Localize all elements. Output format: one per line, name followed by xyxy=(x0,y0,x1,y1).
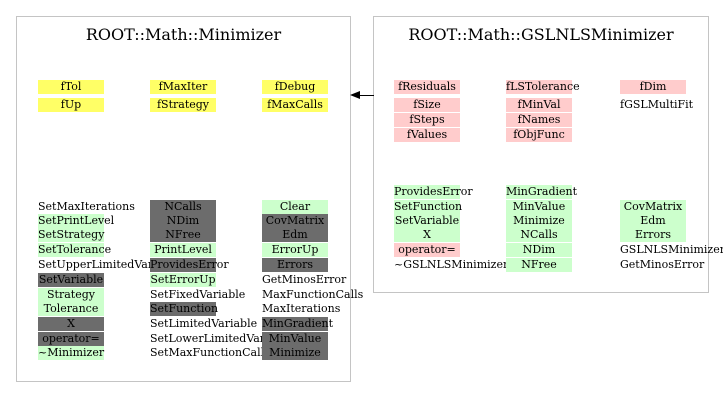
method-cell[interactable]: MinGradient xyxy=(506,185,578,199)
method-cell[interactable]: NDim xyxy=(506,243,572,257)
member-cell[interactable]: fSize xyxy=(394,98,460,112)
method-cell[interactable]: ~Minimizer xyxy=(38,346,105,360)
method-cell[interactable]: SetLimitedVariable xyxy=(150,317,258,330)
method-cell[interactable]: SetFunction xyxy=(150,302,219,316)
method-cell[interactable]: CovMatrix xyxy=(620,200,686,214)
method-cell[interactable]: SetLowerLimitedVariable xyxy=(150,332,292,346)
member-cell[interactable]: fDebug xyxy=(262,80,328,94)
method-cell[interactable]: NFree xyxy=(506,258,572,272)
method-cell[interactable]: Tolerance xyxy=(38,302,104,316)
method-cell[interactable]: SetVariable xyxy=(38,273,104,287)
method-cell[interactable]: SetUpperLimitedVariable xyxy=(38,258,180,272)
member-cell[interactable]: fMaxCalls xyxy=(262,98,328,112)
member-cell[interactable]: fMinVal xyxy=(506,98,572,112)
method-cell[interactable]: PrintLevel xyxy=(150,243,216,257)
method-cell[interactable]: SetMaxIterations xyxy=(38,200,135,213)
method-cell[interactable]: GetMinosError xyxy=(620,258,705,271)
method-cell[interactable]: SetStrategy xyxy=(38,228,105,242)
method-cell[interactable]: MaxIterations xyxy=(262,302,341,315)
method-cell[interactable]: NCalls xyxy=(506,228,572,242)
member-cell[interactable]: fDim xyxy=(620,80,686,94)
method-cell[interactable]: Errors xyxy=(262,258,328,272)
method-cell[interactable]: NDim xyxy=(150,214,216,228)
method-cell[interactable]: operator= xyxy=(38,332,104,346)
member-cell[interactable]: fStrategy xyxy=(150,98,216,112)
method-cell[interactable]: ProvidesError xyxy=(394,185,473,199)
method-cell[interactable]: SetErrorUp xyxy=(150,273,216,287)
method-cell[interactable]: NCalls xyxy=(150,200,216,214)
method-cell[interactable]: Clear xyxy=(262,200,328,214)
inheritance-arrow-line xyxy=(360,95,374,96)
method-cell[interactable]: NFree xyxy=(150,228,216,242)
member-cell[interactable]: fGSLMultiFit xyxy=(620,98,694,111)
method-cell[interactable]: operator= xyxy=(394,243,460,257)
method-cell[interactable]: SetPrintLevel xyxy=(38,214,115,228)
method-cell[interactable]: MinValue xyxy=(506,200,572,214)
member-cell[interactable]: fObjFunc xyxy=(506,128,572,142)
method-cell[interactable]: X xyxy=(394,228,460,242)
method-cell[interactable]: Errors xyxy=(620,228,686,242)
base-class-title: ROOT::Math::Minimizer xyxy=(85,25,282,44)
method-cell[interactable]: Minimize xyxy=(506,214,572,228)
method-cell[interactable]: Strategy xyxy=(38,288,104,302)
method-cell[interactable]: SetVariable xyxy=(394,214,460,228)
method-cell[interactable]: Minimize xyxy=(262,346,328,360)
method-cell[interactable]: MinValue xyxy=(262,332,328,346)
method-cell[interactable]: Edm xyxy=(262,228,328,242)
member-cell[interactable]: fMaxIter xyxy=(150,80,216,94)
member-cell[interactable]: fLSTolerance xyxy=(506,80,580,94)
member-cell[interactable]: fResiduals xyxy=(394,80,460,94)
method-cell[interactable]: GSLNLSMinimizer xyxy=(620,243,723,256)
method-cell[interactable]: MinGradient xyxy=(262,317,334,331)
method-cell[interactable]: ErrorUp xyxy=(262,243,328,257)
member-cell[interactable]: fSteps xyxy=(394,113,460,127)
method-cell[interactable]: SetFunction xyxy=(394,200,463,214)
method-cell[interactable]: SetMaxFunctionCalls xyxy=(150,346,270,359)
member-cell[interactable]: fNames xyxy=(506,113,572,127)
method-cell[interactable]: SetTolerance xyxy=(38,243,112,257)
member-cell[interactable]: fUp xyxy=(38,98,104,112)
inheritance-arrow-head xyxy=(350,91,360,99)
method-cell[interactable]: MaxFunctionCalls xyxy=(262,288,364,301)
method-cell[interactable]: GetMinosError xyxy=(262,273,347,286)
derived-class-title: ROOT::Math::GSLNLSMinimizer xyxy=(408,25,674,44)
method-cell[interactable]: X xyxy=(38,317,104,331)
member-cell[interactable]: fValues xyxy=(394,128,460,142)
method-cell[interactable]: SetFixedVariable xyxy=(150,288,246,301)
method-cell[interactable]: ~GSLNLSMinimizer xyxy=(394,258,509,271)
method-cell[interactable]: Edm xyxy=(620,214,686,228)
member-cell[interactable]: fTol xyxy=(38,80,104,94)
method-cell[interactable]: CovMatrix xyxy=(262,214,328,228)
method-cell[interactable]: ProvidesError xyxy=(150,258,229,272)
